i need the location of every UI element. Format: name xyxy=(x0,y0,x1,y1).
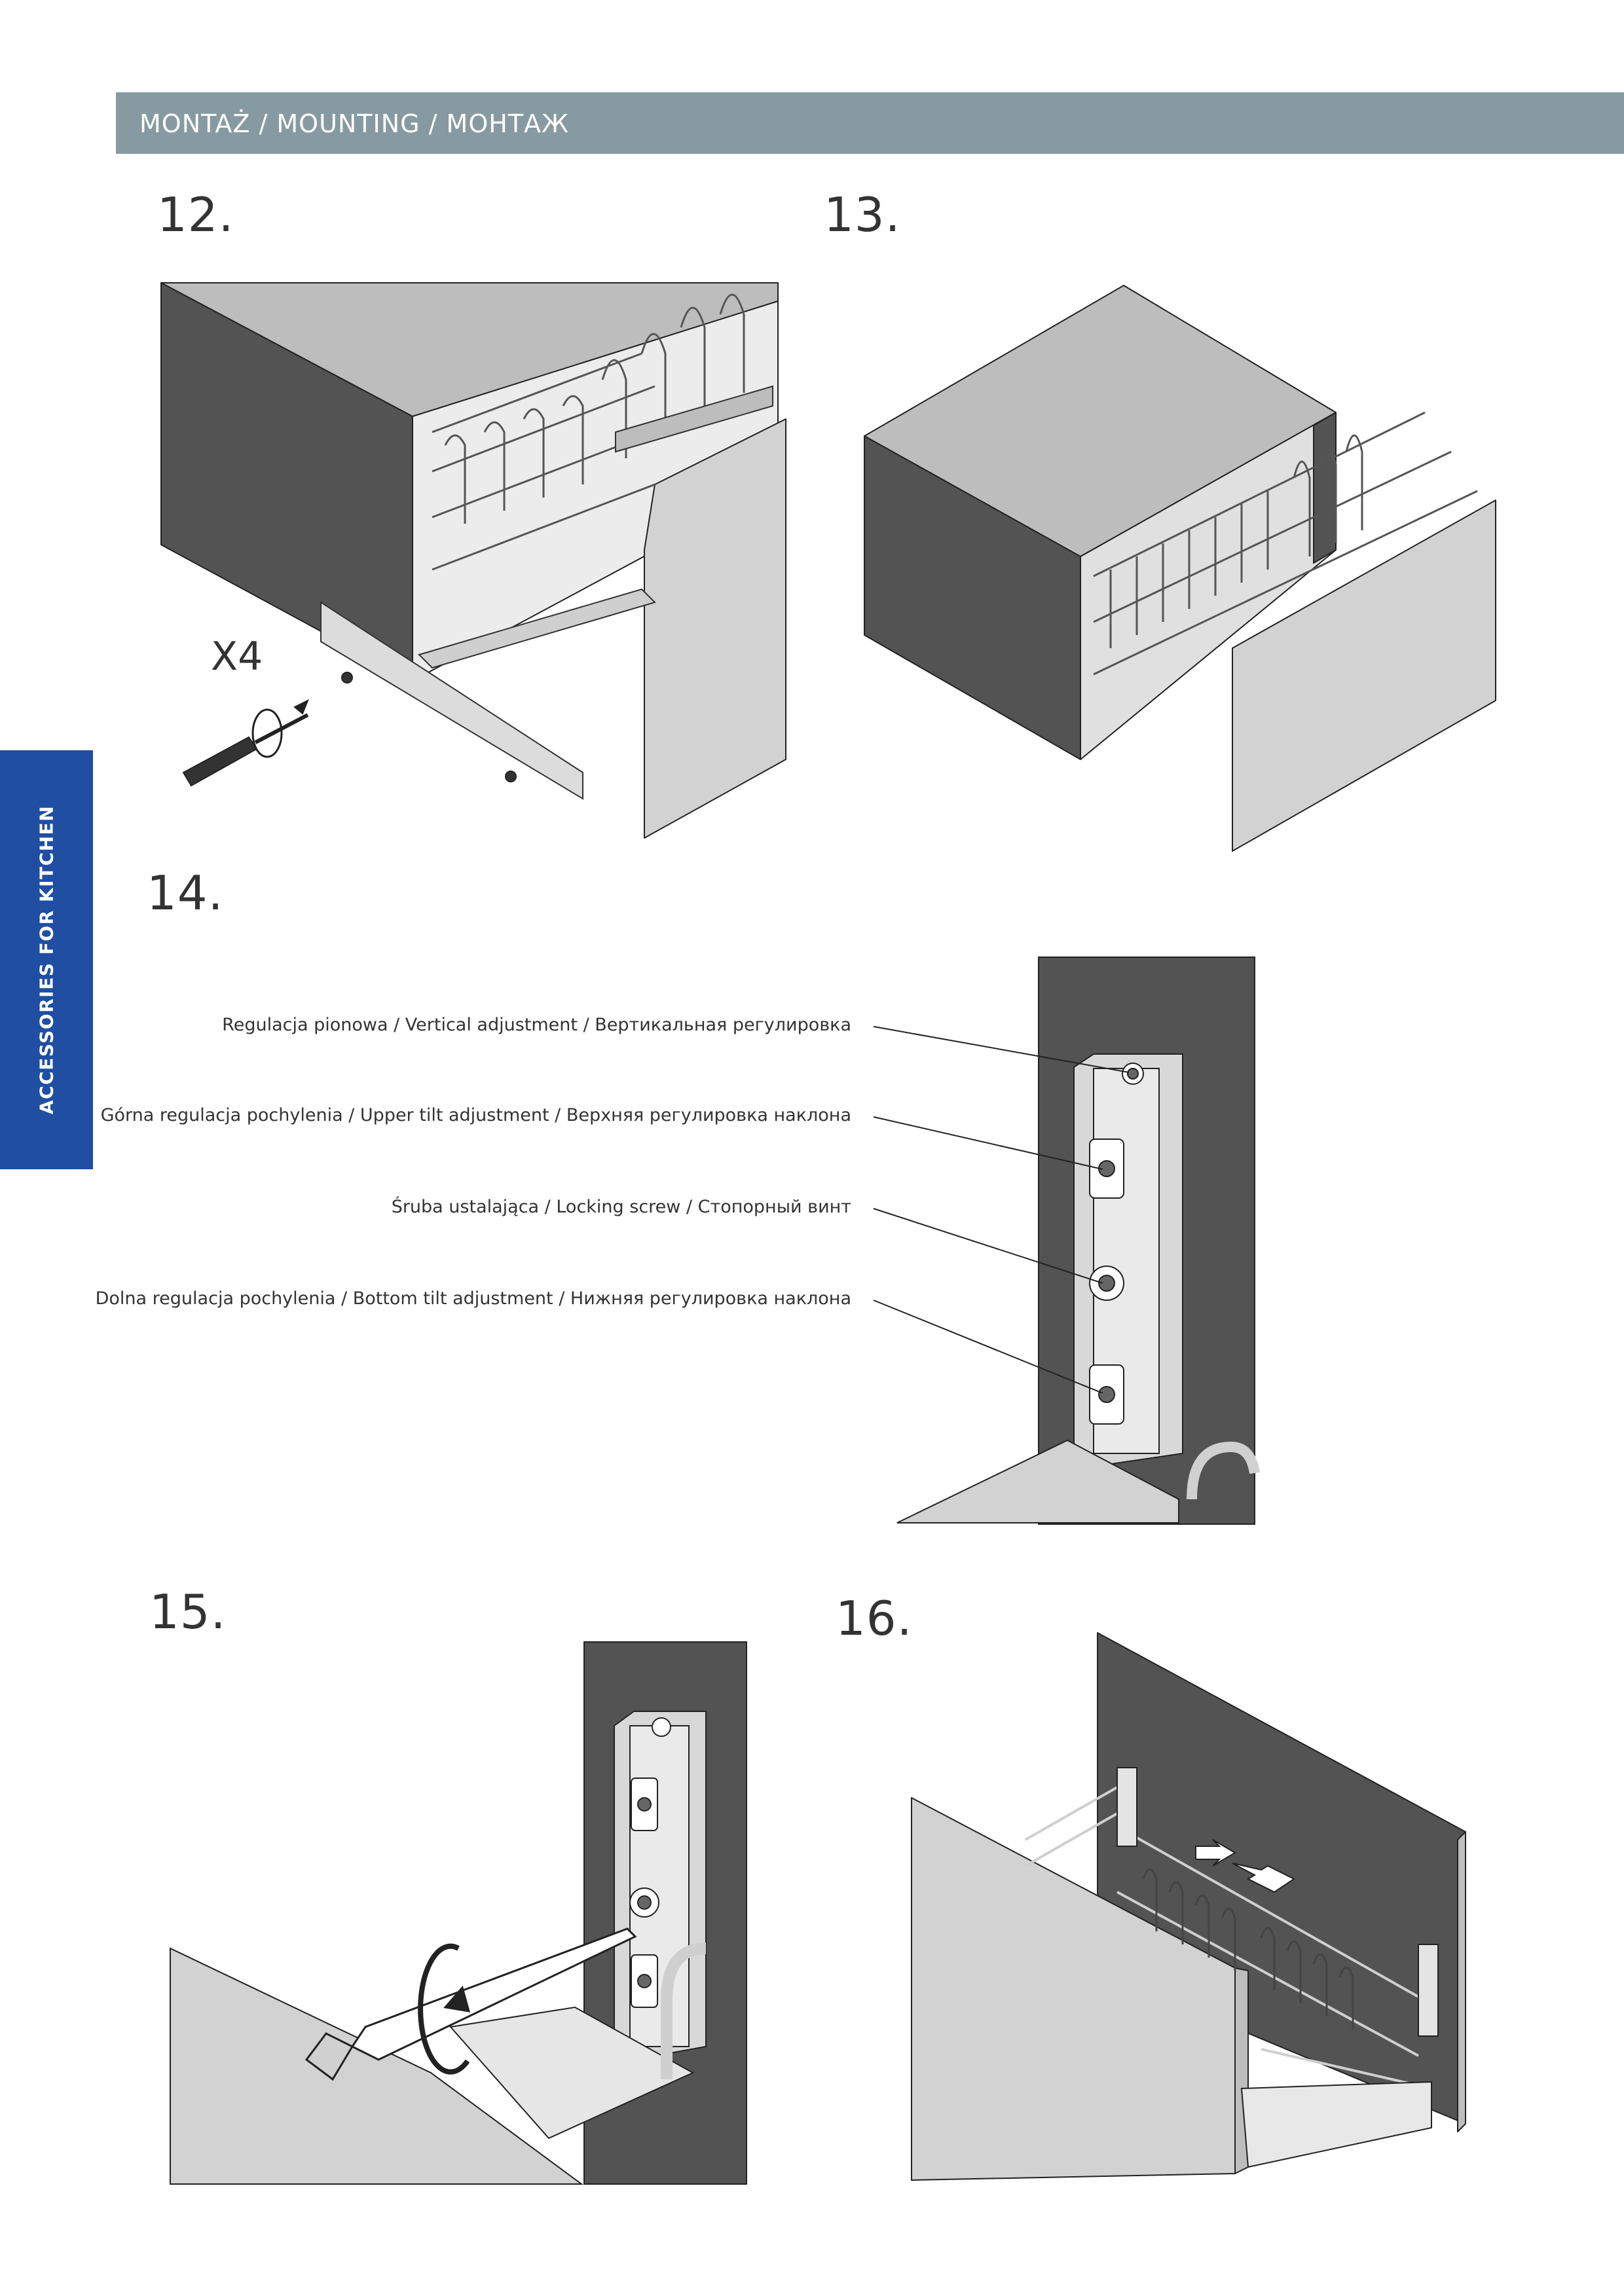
section-header: MONTAŻ / MOUNTING / МОНТАЖ xyxy=(116,92,1624,154)
section-title: MONTAŻ / MOUNTING / МОНТАЖ xyxy=(139,109,569,138)
step-13-number: 13. xyxy=(824,187,901,242)
screwdriver-icon xyxy=(182,699,309,787)
step-14-illustration xyxy=(873,957,1260,1525)
step-15-number: 15. xyxy=(149,1584,227,1639)
step-16-illustration xyxy=(911,1632,1466,2181)
step-15-illustration xyxy=(170,1641,747,2185)
step-13-illustration xyxy=(864,285,1496,852)
step-12-illustration xyxy=(160,282,786,839)
category-tab[interactable]: ACCESSORIES FOR KITCHEN xyxy=(0,750,93,1169)
callout-leaders xyxy=(873,1026,1130,1394)
dish-rack xyxy=(432,293,745,571)
adjustment-bracket xyxy=(1073,1053,1183,1468)
quantity-label: X4 xyxy=(211,634,263,680)
adjustment-bracket xyxy=(614,1711,707,2061)
dish-rack xyxy=(1093,411,1478,676)
screwdriver-icon xyxy=(304,1927,637,2081)
double-arrow-icon xyxy=(1195,1839,1295,1893)
callout-locking-screw: Śruba ustalająca / Locking screw / Стопо… xyxy=(391,1197,851,1217)
callout-vertical-adjustment: Regulacja pionowa / Vertical adjustment … xyxy=(222,1015,851,1035)
step-12-number: 12. xyxy=(157,187,234,242)
callout-bottom-tilt-adjustment: Dolna regulacja pochylenia / Bottom tilt… xyxy=(95,1288,851,1309)
step-16-number: 16. xyxy=(836,1591,913,1646)
step-14-number: 14. xyxy=(147,866,224,920)
callout-upper-tilt-adjustment: Górna regulacja pochylenia / Upper tilt … xyxy=(100,1105,851,1125)
dish-rack xyxy=(1025,1786,1432,2090)
category-tab-label: ACCESSORIES FOR KITCHEN xyxy=(35,805,58,1115)
